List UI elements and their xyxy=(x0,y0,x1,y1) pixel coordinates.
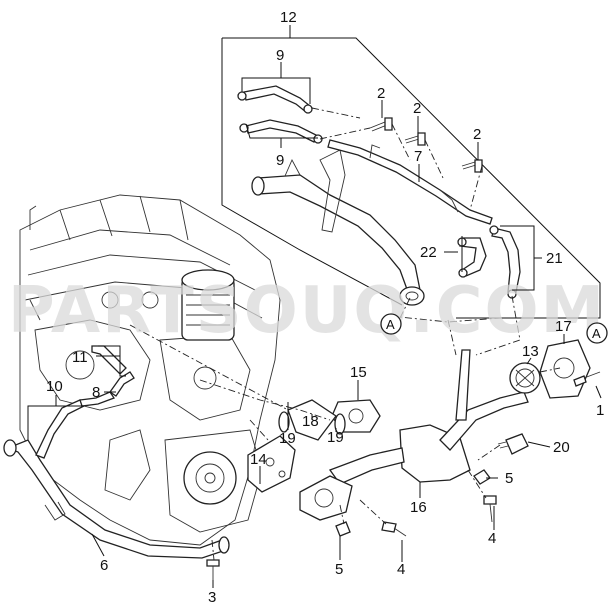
callout-20: 20 xyxy=(553,439,570,456)
watermark-text: PARTSOUQ.COM xyxy=(8,274,606,348)
callout-8: 8 xyxy=(92,384,100,401)
callout-4-bottom: 4 xyxy=(397,561,405,578)
marker-a-left-label: A xyxy=(386,317,395,332)
callouts: 12 9 9 2 2 2 7 22 21 17 13 15 11 10 8 1 … xyxy=(46,9,604,606)
callout-4-right: 4 xyxy=(488,530,496,547)
callout-3: 3 xyxy=(208,589,216,606)
callout-2-c: 2 xyxy=(473,126,481,143)
assembly-12-frame xyxy=(221,37,601,319)
callout-22: 22 xyxy=(420,244,437,261)
assembly-lines xyxy=(129,107,561,561)
callout-19-a: 19 xyxy=(279,430,296,447)
callout-13: 13 xyxy=(522,343,539,360)
watermark: PARTSOUQ.COM xyxy=(8,274,606,348)
callout-7: 7 xyxy=(414,148,422,165)
callout-1: 1 xyxy=(596,402,604,419)
marker-a-right-label: A xyxy=(592,326,601,341)
callout-15: 15 xyxy=(350,364,367,381)
callout-12: 12 xyxy=(280,9,297,26)
upper-pipe-assembly xyxy=(237,85,521,306)
callout-5-bottom: 5 xyxy=(335,561,343,578)
callout-9-bottom: 9 xyxy=(276,152,284,169)
callout-2-a: 2 xyxy=(377,85,385,102)
leader-lines xyxy=(27,25,602,588)
callout-14: 14 xyxy=(250,451,267,468)
callout-19-b: 19 xyxy=(327,429,344,446)
callout-9-top: 9 xyxy=(276,47,284,64)
engine-block xyxy=(19,194,281,546)
callout-10: 10 xyxy=(46,378,63,395)
callout-16: 16 xyxy=(410,499,427,516)
callout-6: 6 xyxy=(100,557,108,574)
callout-11: 11 xyxy=(72,349,88,366)
connection-marker-a-left: A xyxy=(380,313,402,335)
callout-5-right: 5 xyxy=(505,470,513,487)
callout-2-b: 2 xyxy=(413,100,421,117)
callout-21: 21 xyxy=(546,250,563,267)
connection-marker-a-right: A xyxy=(586,322,608,344)
lower-pipes xyxy=(3,339,601,582)
callout-17: 17 xyxy=(555,318,572,335)
callout-18: 18 xyxy=(302,413,319,430)
